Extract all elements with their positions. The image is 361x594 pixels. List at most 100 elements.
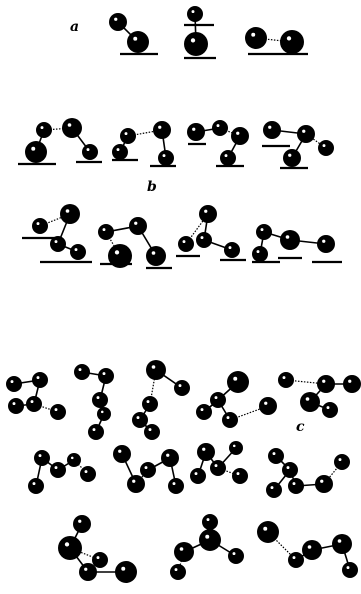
particle-highlight bbox=[13, 402, 16, 405]
particle bbox=[62, 118, 82, 138]
particle bbox=[288, 552, 304, 568]
particle bbox=[127, 31, 149, 53]
particle bbox=[170, 564, 186, 580]
particle-highlight bbox=[293, 556, 296, 559]
particle-highlight bbox=[217, 124, 220, 127]
particle-highlight bbox=[192, 128, 195, 131]
particle bbox=[60, 204, 80, 224]
particle bbox=[129, 217, 147, 235]
particle bbox=[140, 462, 156, 478]
particle bbox=[196, 232, 212, 248]
particle-highlight bbox=[132, 480, 135, 483]
particle bbox=[109, 13, 127, 31]
particle bbox=[302, 540, 322, 560]
particle bbox=[282, 462, 298, 478]
particle bbox=[280, 230, 300, 250]
particle-highlight bbox=[117, 148, 120, 151]
particle-highlight bbox=[191, 38, 195, 42]
particle-highlight bbox=[183, 240, 186, 243]
particle bbox=[92, 552, 108, 568]
particle bbox=[132, 412, 148, 428]
particle-highlight bbox=[163, 154, 166, 157]
particle bbox=[190, 468, 206, 484]
particle bbox=[210, 392, 226, 408]
particle-highlight bbox=[287, 466, 290, 469]
particle-highlight bbox=[87, 148, 90, 151]
particle bbox=[315, 475, 333, 493]
particle bbox=[80, 466, 96, 482]
particle bbox=[146, 246, 166, 266]
particle bbox=[334, 454, 350, 470]
particle-highlight bbox=[152, 251, 156, 255]
particle bbox=[26, 396, 42, 412]
particle bbox=[199, 529, 221, 551]
particle bbox=[144, 424, 160, 440]
particle bbox=[318, 140, 334, 156]
particle-highlight bbox=[115, 250, 119, 254]
particle bbox=[266, 482, 282, 498]
particle-highlight bbox=[97, 396, 100, 399]
particle-highlight bbox=[233, 552, 236, 555]
particle-highlight bbox=[145, 466, 148, 469]
particle bbox=[300, 392, 320, 412]
particle bbox=[168, 478, 184, 494]
particle-highlight bbox=[215, 396, 218, 399]
particle bbox=[199, 205, 217, 223]
particle-highlight bbox=[302, 130, 305, 133]
particle-highlight bbox=[323, 144, 326, 147]
particle bbox=[232, 468, 248, 484]
particle bbox=[212, 120, 228, 136]
particle-highlight bbox=[192, 10, 195, 13]
particle-highlight bbox=[85, 470, 88, 473]
particle bbox=[317, 375, 335, 393]
particle bbox=[332, 534, 352, 554]
particle bbox=[174, 380, 190, 396]
particle-highlight bbox=[225, 154, 228, 157]
particle-highlight bbox=[158, 126, 161, 129]
particle bbox=[98, 224, 114, 240]
particle-highlight bbox=[166, 454, 169, 457]
particle bbox=[8, 398, 24, 414]
particle-highlight bbox=[66, 209, 70, 213]
particle bbox=[50, 462, 66, 478]
particle bbox=[158, 150, 174, 166]
particle-highlight bbox=[134, 222, 137, 225]
particle-highlight bbox=[251, 33, 255, 37]
particle bbox=[259, 397, 277, 415]
particle-highlight bbox=[288, 154, 291, 157]
particle-highlight bbox=[78, 520, 81, 523]
particle bbox=[58, 536, 82, 560]
particle-highlight bbox=[283, 376, 286, 379]
particle bbox=[32, 372, 48, 388]
particle bbox=[222, 412, 238, 428]
particle-highlight bbox=[236, 132, 239, 135]
particle-highlight bbox=[84, 568, 87, 571]
particle bbox=[174, 542, 194, 562]
particle-highlight bbox=[137, 416, 140, 419]
particle bbox=[263, 121, 281, 139]
particle-highlight bbox=[93, 428, 96, 431]
particle bbox=[257, 521, 279, 543]
particle bbox=[28, 478, 44, 494]
particle-highlight bbox=[173, 482, 176, 485]
particle-highlight bbox=[71, 457, 74, 460]
particle bbox=[184, 32, 208, 56]
particle bbox=[92, 392, 108, 408]
panel-a-clusters bbox=[109, 6, 308, 58]
particle bbox=[343, 375, 361, 393]
particle bbox=[74, 364, 90, 380]
particle-highlight bbox=[322, 380, 325, 383]
particle-highlight bbox=[152, 365, 156, 369]
particle-highlight bbox=[101, 411, 104, 414]
particle-highlight bbox=[195, 472, 198, 475]
particle-highlight bbox=[149, 428, 152, 431]
particle-highlight bbox=[55, 408, 58, 411]
particle bbox=[70, 244, 86, 260]
particle-highlight bbox=[79, 368, 82, 371]
particle-highlight bbox=[125, 132, 128, 135]
particle-highlight bbox=[31, 147, 35, 151]
particle bbox=[288, 478, 304, 494]
particle-highlight bbox=[261, 228, 264, 231]
particle-highlight bbox=[65, 542, 69, 546]
particle-highlight bbox=[268, 126, 271, 129]
